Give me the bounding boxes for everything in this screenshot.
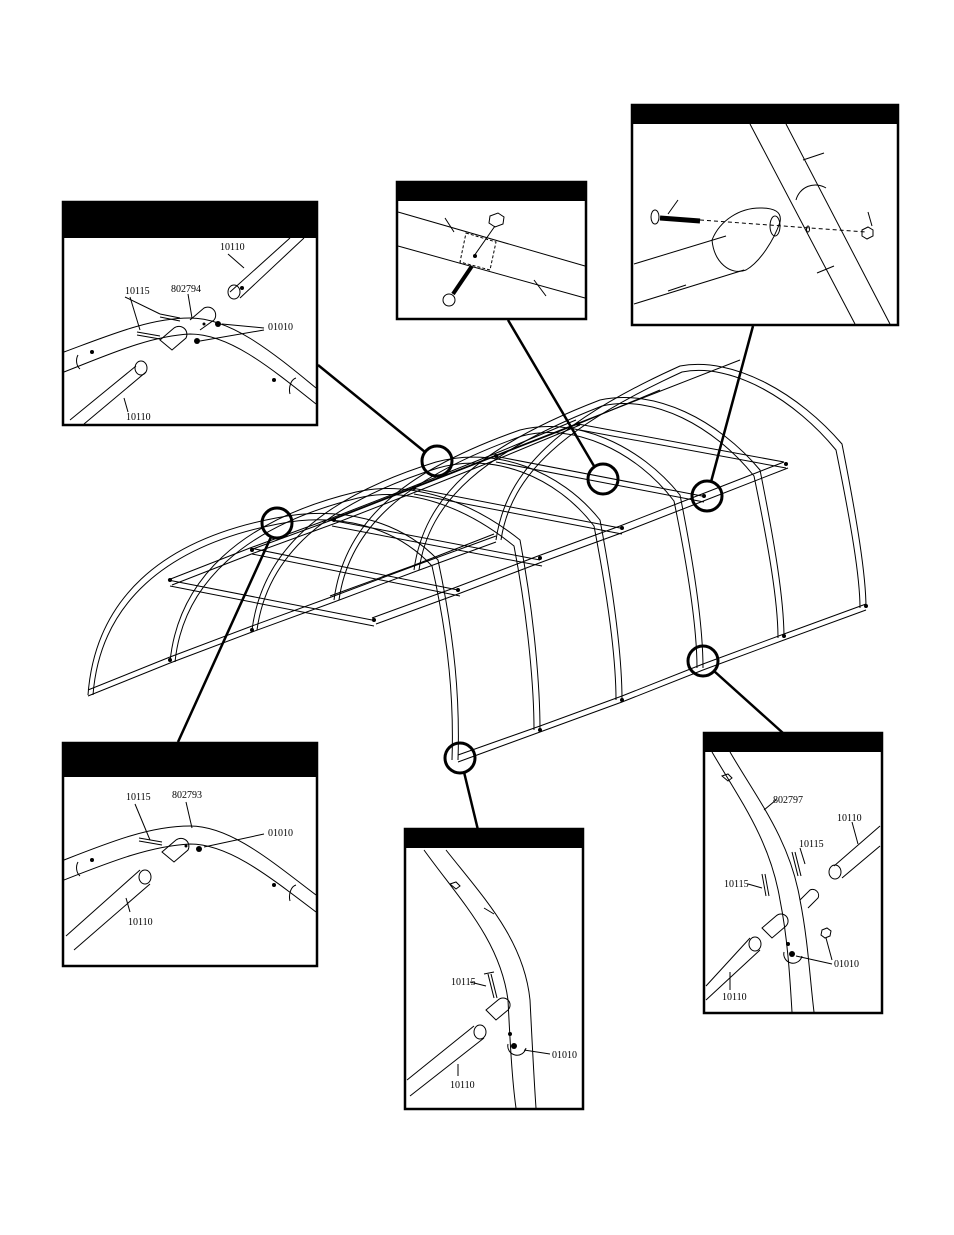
detail-panel-3 xyxy=(632,105,898,325)
label-part-802794: 802794 xyxy=(171,284,201,295)
label-part-10115: 10115 xyxy=(451,977,476,988)
label-part-10110: 10110 xyxy=(128,917,153,928)
label-part-10115-top: 10115 xyxy=(799,839,824,850)
label-part-10110-top: 10110 xyxy=(837,813,862,824)
detail-panel-2 xyxy=(397,182,586,319)
label-part-10110-bottom: 10110 xyxy=(126,412,151,423)
ridge-rails xyxy=(168,360,788,624)
callouts xyxy=(262,446,722,773)
shelter-frame xyxy=(88,360,868,762)
detail-panel-6: 802797 10110 10115 10115 01010 10110 xyxy=(704,733,882,1013)
label-part-802797: 802797 xyxy=(773,795,803,806)
label-part-01010: 01010 xyxy=(268,322,293,333)
detail-panel-1: 10110 10115 802794 01010 10110 xyxy=(63,202,317,425)
bottom-rails xyxy=(88,536,866,762)
label-part-10110-bottom: 10110 xyxy=(722,992,747,1003)
label-part-01010: 01010 xyxy=(268,828,293,839)
label-part-10115-left: 10115 xyxy=(724,879,749,890)
label-part-01010: 01010 xyxy=(552,1050,577,1061)
label-part-10115: 10115 xyxy=(125,286,150,297)
detail-panel-5: 10115 01010 10110 xyxy=(405,829,583,1109)
label-part-01010: 01010 xyxy=(834,959,859,970)
callout-circle-4 xyxy=(262,508,292,538)
label-part-802793: 802793 xyxy=(172,790,202,801)
detail-panel-4: 10115 802793 01010 10110 xyxy=(63,743,317,966)
connectors xyxy=(168,422,868,732)
label-part-10110-top: 10110 xyxy=(220,242,245,253)
label-part-10115: 10115 xyxy=(126,792,151,803)
label-part-10110: 10110 xyxy=(450,1080,475,1091)
callout-circle-5 xyxy=(445,743,475,773)
